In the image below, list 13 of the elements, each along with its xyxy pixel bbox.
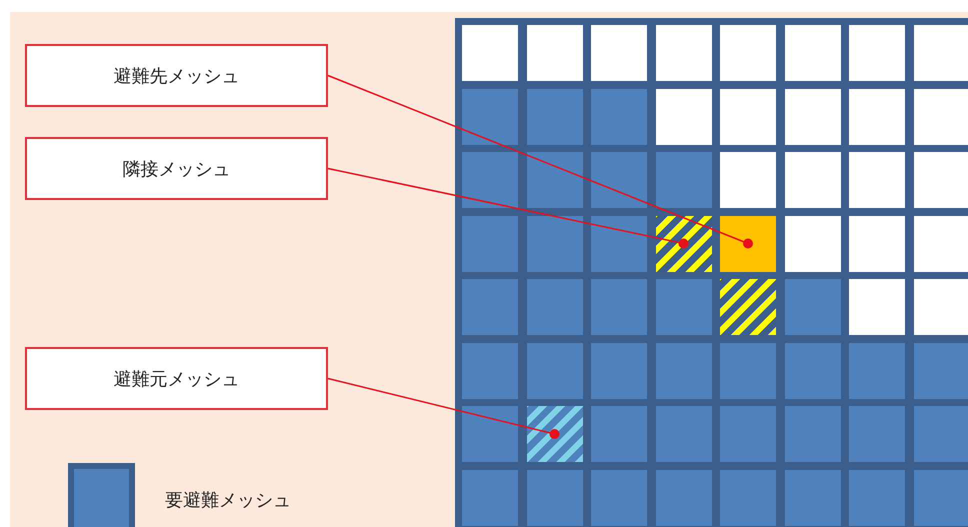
hatched-cell [526,406,582,462]
label-box [25,347,328,410]
leader-line [328,378,560,439]
leader-line [328,74,753,248]
label-box [25,137,328,200]
label-text: 避難先メッシュ [114,64,240,88]
legend-label: 要避難メッシュ [165,489,291,512]
label-box [25,44,328,107]
leader-line [328,168,688,248]
label-text: 避難元メッシュ [114,368,240,390]
hatched-cell [656,216,712,272]
label-text: 隣接メッシュ [122,158,230,180]
highlighted-cell [720,216,776,272]
